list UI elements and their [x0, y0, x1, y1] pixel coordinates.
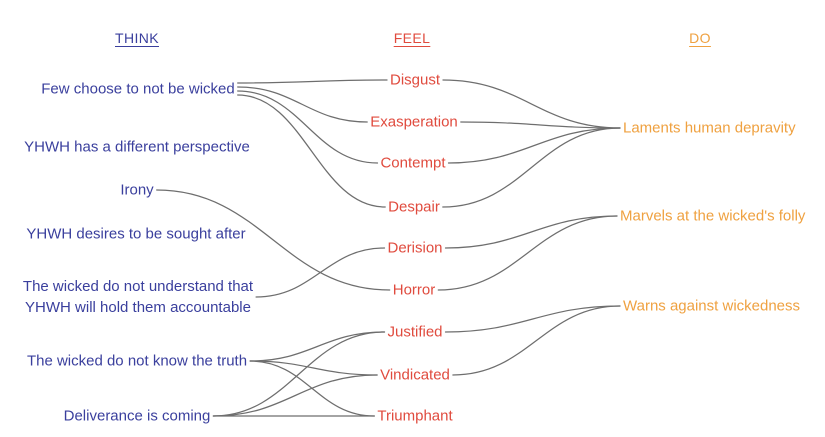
think-node-accountable[interactable]: The wicked do not understand that YHWH w…: [22, 278, 254, 316]
connector-few-despair: [237, 94, 386, 208]
connector-deliverance-justified: [212, 331, 386, 417]
think-node-truth[interactable]: The wicked do not know the truth: [26, 352, 248, 370]
connector-few-disgust: [237, 79, 388, 84]
connector-horror-marvels: [437, 215, 618, 291]
do-node-marvels[interactable]: Marvels at the wicked's folly: [620, 207, 806, 225]
think-node-sought[interactable]: YHWH desires to be sought after: [26, 225, 246, 243]
feel-node-despair[interactable]: Despair: [388, 198, 440, 216]
feel-node-vindicated[interactable]: Vindicated: [380, 366, 450, 384]
feel-node-contempt[interactable]: Contempt: [380, 154, 446, 172]
connector-deliverance-vindicated: [212, 374, 378, 417]
think-node-few[interactable]: Few choose to not be wicked: [41, 80, 235, 98]
think-node-irony[interactable]: Irony: [120, 181, 154, 199]
connector-contempt-laments: [447, 127, 621, 164]
feel-node-derision[interactable]: Derision: [387, 239, 443, 257]
think-node-perspective[interactable]: YHWH has a different perspective: [24, 138, 250, 156]
feel-node-horror[interactable]: Horror: [392, 281, 436, 299]
connector-justified-warns: [444, 305, 621, 333]
think-node-deliverance[interactable]: Deliverance is coming: [63, 407, 211, 425]
connector-accountable-derision: [255, 247, 386, 298]
feel-node-triumphant[interactable]: Triumphant: [377, 407, 453, 425]
connector-few-exasperation: [237, 86, 368, 123]
connector-disgust-laments: [442, 79, 621, 129]
connector-vindicated-warns: [452, 305, 621, 376]
connector-irony-horror: [156, 189, 391, 291]
column-header-do[interactable]: DO: [689, 30, 711, 46]
connector-truth-justified: [249, 331, 386, 362]
feel-node-justified[interactable]: Justified: [387, 323, 443, 341]
column-header-feel[interactable]: FEEL: [393, 30, 431, 46]
do-node-warns[interactable]: Warns against wickedness: [623, 297, 801, 315]
feel-node-exasperation[interactable]: Exasperation: [370, 113, 458, 131]
connector-derision-marvels: [444, 215, 618, 249]
feel-node-disgust[interactable]: Disgust: [389, 71, 441, 89]
connector-exasperation-laments: [460, 121, 621, 129]
connector-truth-vindicated: [249, 360, 378, 376]
column-header-think[interactable]: THINK: [115, 30, 159, 46]
connector-despair-laments: [442, 127, 621, 208]
connector-few-contempt: [237, 90, 379, 164]
do-node-laments[interactable]: Laments human depravity: [623, 119, 796, 137]
